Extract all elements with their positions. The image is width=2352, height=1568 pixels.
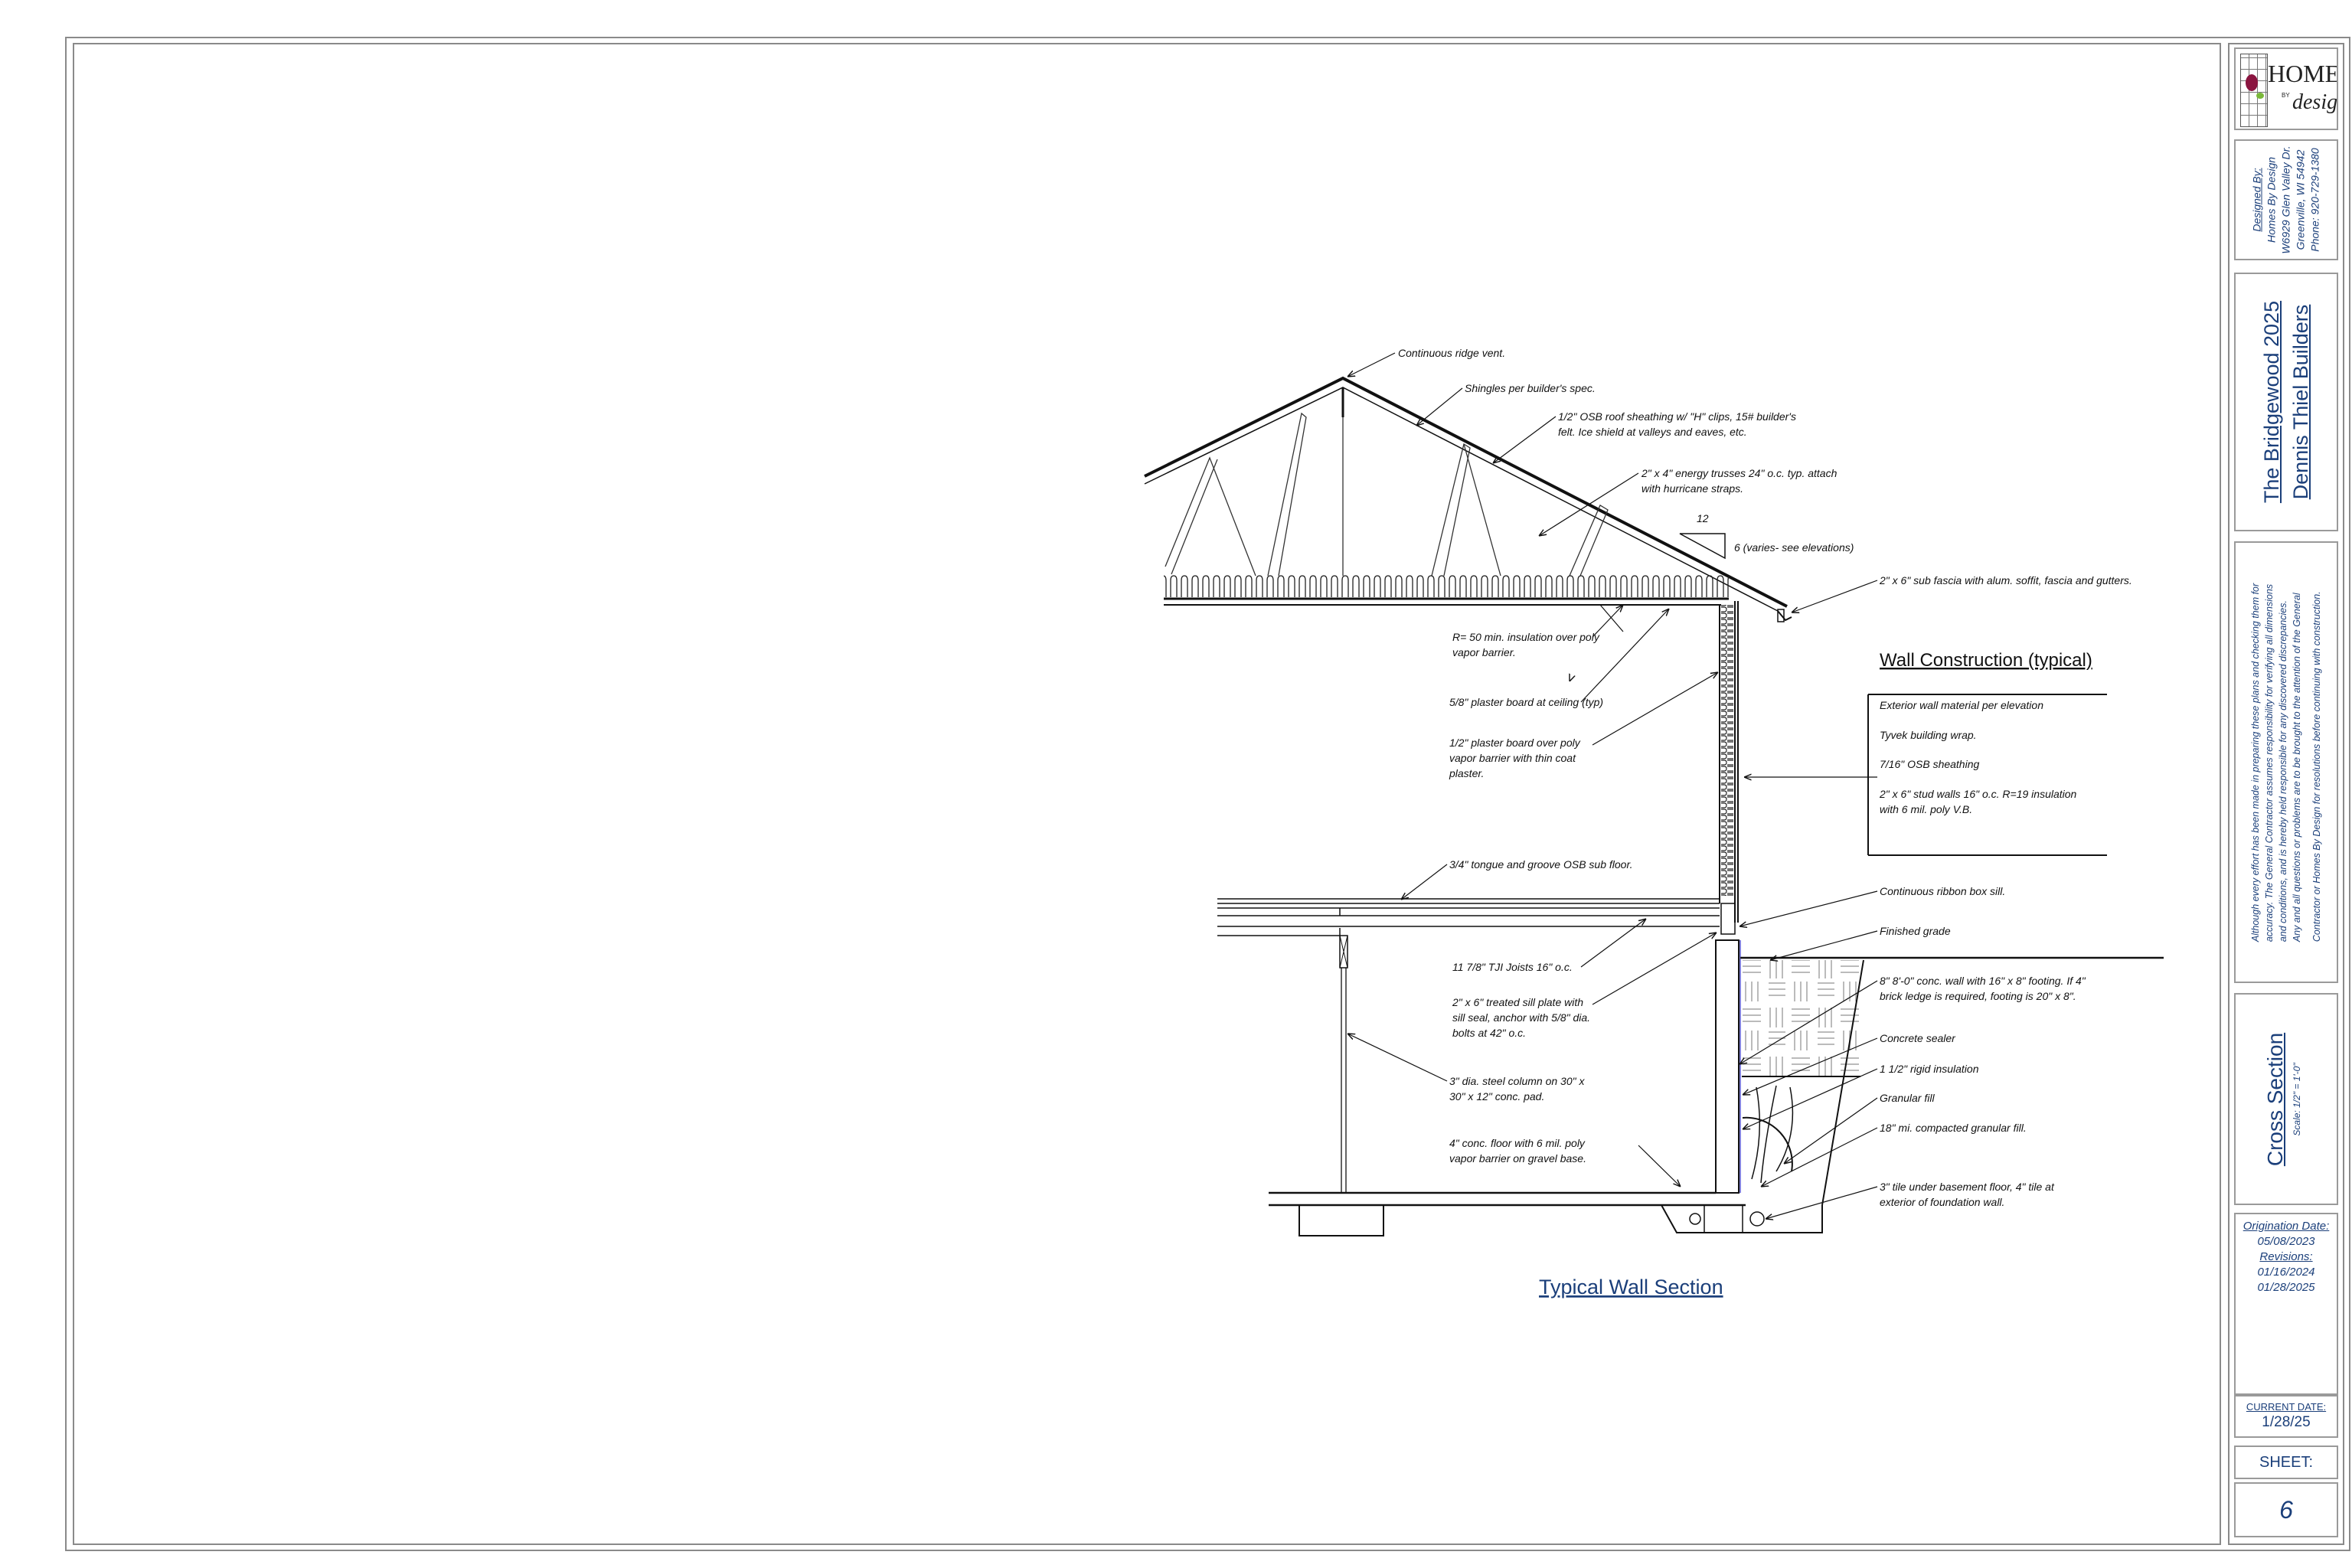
- backfill-pattern: [1742, 960, 1863, 1076]
- label-insulation: vapor barrier.: [1452, 646, 1516, 658]
- sheet-number: 6: [2279, 1496, 2293, 1524]
- outer-border: [65, 37, 2350, 1551]
- label-conc-wall: 8" 8'-0" conc. wall with 16" x 8" footin…: [1880, 975, 2086, 987]
- label-sheathing: felt. Ice shield at valleys and eaves, e…: [1558, 426, 1747, 438]
- roof: [1144, 376, 1792, 622]
- current-date-label: CURRENT DATE:: [2246, 1401, 2327, 1413]
- drawing-border: [73, 43, 2221, 1545]
- label-box-sill: Continuous ribbon box sill.: [1880, 885, 2005, 897]
- label-shingles: Shingles per builder's spec.: [1465, 382, 1596, 394]
- label-ceiling-board: 5/8" plaster board at ceiling (typ): [1449, 696, 1603, 708]
- label-insulation: R= 50 min. insulation over poly: [1452, 631, 1600, 643]
- label-sill: 2" x 6" treated sill plate with: [1452, 996, 1583, 1008]
- label-granular: Granular fill: [1880, 1092, 1935, 1104]
- designer-line: W6929 Glen Valley Dr.: [2279, 145, 2292, 254]
- label-tile: 3" tile under basement floor, 4" tile at: [1880, 1181, 2055, 1193]
- logo-emblem: [2240, 54, 2268, 127]
- label-subfloor: 3/4" tongue and groove OSB sub floor.: [1449, 858, 1633, 871]
- label-wall-board: vapor barrier with thin coat: [1449, 752, 1576, 764]
- wall-construction-box: [1867, 694, 2107, 856]
- label-floor: 4" conc. floor with 6 mil. poly: [1449, 1137, 1586, 1149]
- truss-webs: [1165, 412, 1609, 577]
- designer-line: Phone: 920-729-1380: [2308, 148, 2321, 252]
- title-block-border: [2228, 43, 2344, 1545]
- sheet-number-box: 6: [2234, 1482, 2338, 1537]
- label-column: 3" dia. steel column on 30" x: [1449, 1075, 1585, 1087]
- label-wall-board: plaster.: [1449, 767, 1484, 779]
- revision-date: 01/28/2025: [2257, 1281, 2315, 1294]
- logo-script: design: [2292, 90, 2338, 114]
- pitch-rise: 6 (varies- see elevations): [1734, 541, 1854, 554]
- pitch-run: 12: [1697, 512, 1709, 524]
- label-trusses: 2" x 4" energy trusses 24" o.c. typ. att…: [1641, 467, 1838, 479]
- logo-text: HOMES: [2268, 60, 2337, 87]
- wall-construction-item: Tyvek building wrap.: [1880, 729, 1977, 741]
- label-compacted: 18" mi. compacted granular fill.: [1880, 1122, 2027, 1134]
- label-rigid: 1 1/2" rigid insulation: [1880, 1063, 1979, 1075]
- sheet-title-box: Cross Section Scale: 1/2" = 1'-0": [2234, 993, 2338, 1205]
- wall-construction-title: Wall Construction (typical): [1880, 650, 2092, 671]
- label-wall-board: 1/2" plaster board over poly: [1449, 737, 1581, 749]
- disclaimer-line: Any and all questions or problems are to…: [2292, 592, 2302, 942]
- label-trusses: with hurricane straps.: [1642, 482, 1743, 495]
- label-floor: vapor barrier on gravel base.: [1449, 1152, 1586, 1165]
- label-column: 30" x 12" conc. pad.: [1449, 1090, 1544, 1102]
- label-fascia: 2" x 6" sub fascia with alum. soffit, fa…: [1879, 574, 2132, 586]
- disclaimer-line: Contractor or Homes By Design for resolu…: [2311, 590, 2322, 942]
- label-sealer: Concrete sealer: [1880, 1032, 1956, 1044]
- designer-line: Homes By Design: [2265, 156, 2278, 243]
- disclaimer-line: accuracy. The General Contractor assumes…: [2264, 583, 2275, 942]
- label-joists: 11 7/8" TJI Joists 16" o.c.: [1452, 961, 1573, 973]
- project-box: The Bridgewood 2025 Dennis Thiel Builder…: [2234, 273, 2338, 531]
- wall-construction-item: 2" x 6" stud walls 16" o.c. R=19 insulat…: [1879, 788, 2077, 800]
- sheet-title: Cross Section: [2263, 1032, 2287, 1166]
- disclaimer-line: Although every effort has been made in p…: [2250, 583, 2261, 942]
- revisions-label: Revisions:: [2259, 1250, 2313, 1263]
- label-tile: exterior of foundation wall.: [1880, 1196, 2004, 1208]
- ceiling-insulation: [1164, 574, 1729, 597]
- label-sheathing: 1/2" OSB roof sheathing w/ "H" clips, 15…: [1558, 410, 1796, 423]
- current-date: 1/28/25: [2262, 1414, 2311, 1430]
- wall-construction-item: Exterior wall material per elevation: [1880, 699, 2043, 711]
- logo-box: HOMES BY design: [2234, 47, 2338, 130]
- dates-box: Origination Date: 05/08/2023 Revisions: …: [2234, 1213, 2338, 1395]
- wall-construction-item: 7/16" OSB sheathing: [1880, 758, 1979, 770]
- logo-by: BY: [2282, 92, 2290, 99]
- leader-lines: [1348, 352, 1878, 1219]
- label-grade: Finished grade: [1880, 925, 1951, 937]
- disclaimer-box: Although every effort has been made in p…: [2234, 541, 2338, 983]
- designed-by-box: Designed By: Homes By Design W6929 Glen …: [2234, 139, 2338, 260]
- disclaimer-line: and conditions, and is hereby held respo…: [2278, 599, 2288, 942]
- label-sill: sill seal, anchor with 5/8" dia.: [1452, 1011, 1590, 1024]
- drawing-title: Typical Wall Section: [1539, 1276, 1723, 1298]
- project-name: The Bridgewood 2025: [2260, 300, 2283, 504]
- wall-construction-item: with 6 mil. poly V.B.: [1880, 803, 1972, 815]
- sheet-label: SHEET:: [2259, 1454, 2314, 1471]
- revision-date: 01/16/2024: [2257, 1266, 2315, 1279]
- label-ridge-vent: Continuous ridge vent.: [1398, 347, 1505, 359]
- origination-label: Origination Date:: [2243, 1220, 2330, 1233]
- current-date-box: CURRENT DATE: 1/28/25: [2234, 1395, 2338, 1438]
- label-sill: bolts at 42" o.c.: [1452, 1027, 1526, 1039]
- designed-by-heading: Designed By:: [2250, 168, 2263, 232]
- designer-line: Greenville, WI 54942: [2294, 149, 2307, 250]
- builder-name: Dennis Thiel Builders: [2289, 304, 2312, 500]
- origination-date: 05/08/2023: [2257, 1235, 2315, 1248]
- sheet-label-box: SHEET:: [2234, 1446, 2338, 1479]
- scale: Scale: 1/2" = 1'-0": [2292, 1062, 2302, 1136]
- wall-insulation: [1721, 605, 1733, 896]
- label-conc-wall: brick ledge is required, footing is 20" …: [1880, 990, 2076, 1002]
